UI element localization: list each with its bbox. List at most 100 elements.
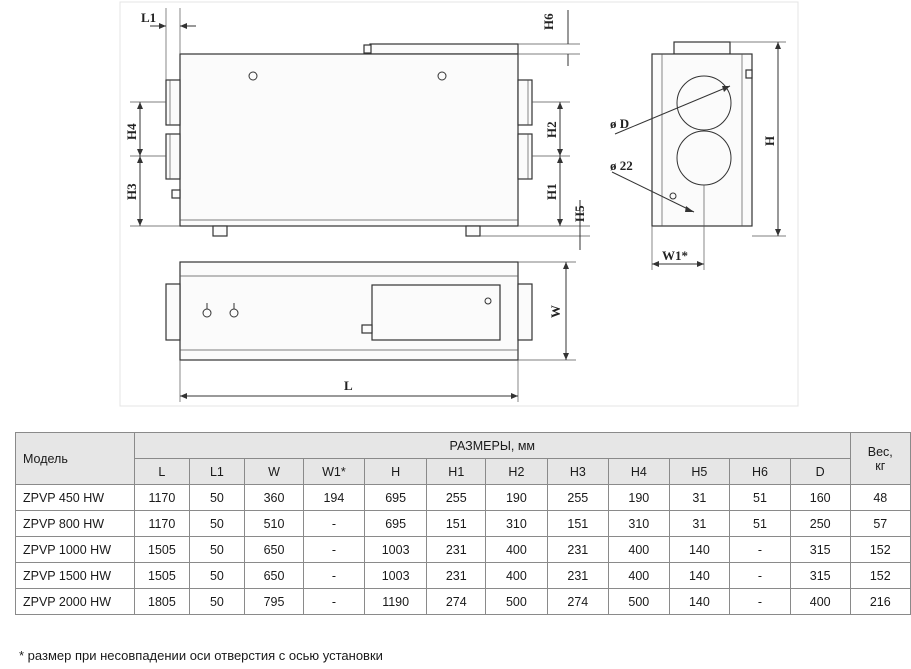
- value-cell: 50: [188, 536, 246, 563]
- value-cell: 190: [608, 484, 670, 511]
- value-cell: 1003: [363, 536, 428, 563]
- model-cell: ZPVP 800 HW: [15, 510, 135, 537]
- value-cell: 50: [188, 484, 246, 511]
- column-header: W: [244, 458, 304, 485]
- model-header: Модель: [15, 432, 135, 485]
- value-cell: 400: [485, 536, 548, 563]
- label-L1: L1: [141, 10, 156, 25]
- value-cell: 51: [729, 510, 791, 537]
- value-cell: 1505: [134, 536, 190, 563]
- top-view: [165, 261, 576, 402]
- value-cell: -: [302, 588, 365, 615]
- label-W: W: [548, 305, 563, 318]
- column-header: H1: [426, 458, 487, 485]
- value-cell: 51: [729, 484, 791, 511]
- value-cell: 795: [244, 588, 304, 615]
- value-cell: 400: [608, 562, 670, 589]
- column-header: H3: [546, 458, 610, 485]
- value-cell: 190: [485, 484, 548, 511]
- label-H5: H5: [572, 205, 587, 222]
- value-cell: 400: [608, 536, 670, 563]
- value-cell: -: [729, 588, 791, 615]
- value-cell: 231: [426, 536, 487, 563]
- value-cell: 1505: [134, 562, 190, 589]
- value-cell: 500: [608, 588, 670, 615]
- weight-header-line1: Вес,: [867, 444, 893, 459]
- label-H3: H3: [124, 183, 139, 200]
- value-cell: -: [729, 536, 791, 563]
- value-cell: 650: [244, 536, 304, 563]
- value-cell: 695: [363, 510, 428, 537]
- value-cell: 255: [426, 484, 487, 511]
- value-cell: 274: [426, 588, 487, 615]
- value-cell: 140: [668, 536, 731, 563]
- value-cell: 151: [426, 510, 487, 537]
- value-cell: 50: [188, 510, 246, 537]
- model-cell: ZPVP 1500 HW: [15, 562, 135, 589]
- value-cell: 140: [668, 588, 731, 615]
- column-header: L1: [188, 458, 246, 485]
- value-cell: 650: [244, 562, 304, 589]
- label-H2: H2: [544, 121, 559, 138]
- column-header: H2: [485, 458, 548, 485]
- value-cell: 140: [668, 562, 731, 589]
- technical-drawing: L1 H6 H4 H3 H2 H1 H5 W L ø D ø 22 H W1*: [119, 1, 799, 407]
- value-cell: 310: [608, 510, 670, 537]
- label-D: ø D: [610, 116, 629, 131]
- weight-cell: 152: [849, 536, 911, 563]
- label-L: L: [344, 378, 353, 393]
- value-cell: -: [302, 536, 365, 563]
- value-cell: 255: [546, 484, 610, 511]
- value-cell: -: [302, 562, 365, 589]
- model-cell: ZPVP 450 HW: [15, 484, 135, 511]
- value-cell: 510: [244, 510, 304, 537]
- weight-cell: 57: [849, 510, 911, 537]
- value-cell: 400: [485, 562, 548, 589]
- model-cell: ZPVP 1000 HW: [15, 536, 135, 563]
- value-cell: 310: [485, 510, 548, 537]
- model-cell: ZPVP 2000 HW: [15, 588, 135, 615]
- column-header: H5: [668, 458, 731, 485]
- value-cell: 31: [668, 484, 731, 511]
- value-cell: 274: [546, 588, 610, 615]
- value-cell: -: [729, 562, 791, 589]
- value-cell: 500: [485, 588, 548, 615]
- column-header: D: [789, 458, 851, 485]
- column-header: H4: [608, 458, 670, 485]
- value-cell: 31: [668, 510, 731, 537]
- label-H6: H6: [541, 13, 556, 30]
- value-cell: 360: [244, 484, 304, 511]
- dimensions-header: РАЗМЕРЫ, мм: [134, 432, 851, 459]
- weight-cell: 152: [849, 562, 911, 589]
- label-W1: W1*: [662, 248, 688, 263]
- weight-header-line2: кг: [875, 458, 886, 473]
- column-header: H6: [729, 458, 791, 485]
- footnote: * размер при несовпадении оси отверстия …: [19, 648, 383, 663]
- value-cell: 50: [188, 588, 246, 615]
- label-d22: ø 22: [610, 158, 633, 173]
- value-cell: 1170: [134, 484, 190, 511]
- value-cell: 194: [302, 484, 365, 511]
- front-view: [130, 8, 590, 250]
- value-cell: 1003: [363, 562, 428, 589]
- value-cell: 231: [546, 562, 610, 589]
- weight-cell: 48: [849, 484, 911, 511]
- value-cell: 315: [789, 536, 851, 563]
- value-cell: 315: [789, 562, 851, 589]
- value-cell: 231: [426, 562, 487, 589]
- value-cell: 695: [363, 484, 428, 511]
- value-cell: 400: [789, 588, 851, 615]
- value-cell: 151: [546, 510, 610, 537]
- value-cell: 50: [188, 562, 246, 589]
- label-H1: H1: [544, 183, 559, 200]
- value-cell: 1170: [134, 510, 190, 537]
- value-cell: -: [302, 510, 365, 537]
- drawing-svg: L1 H6 H4 H3 H2 H1 H5 W L ø D ø 22 H W1*: [119, 1, 799, 407]
- value-cell: 1190: [363, 588, 428, 615]
- value-cell: 250: [789, 510, 851, 537]
